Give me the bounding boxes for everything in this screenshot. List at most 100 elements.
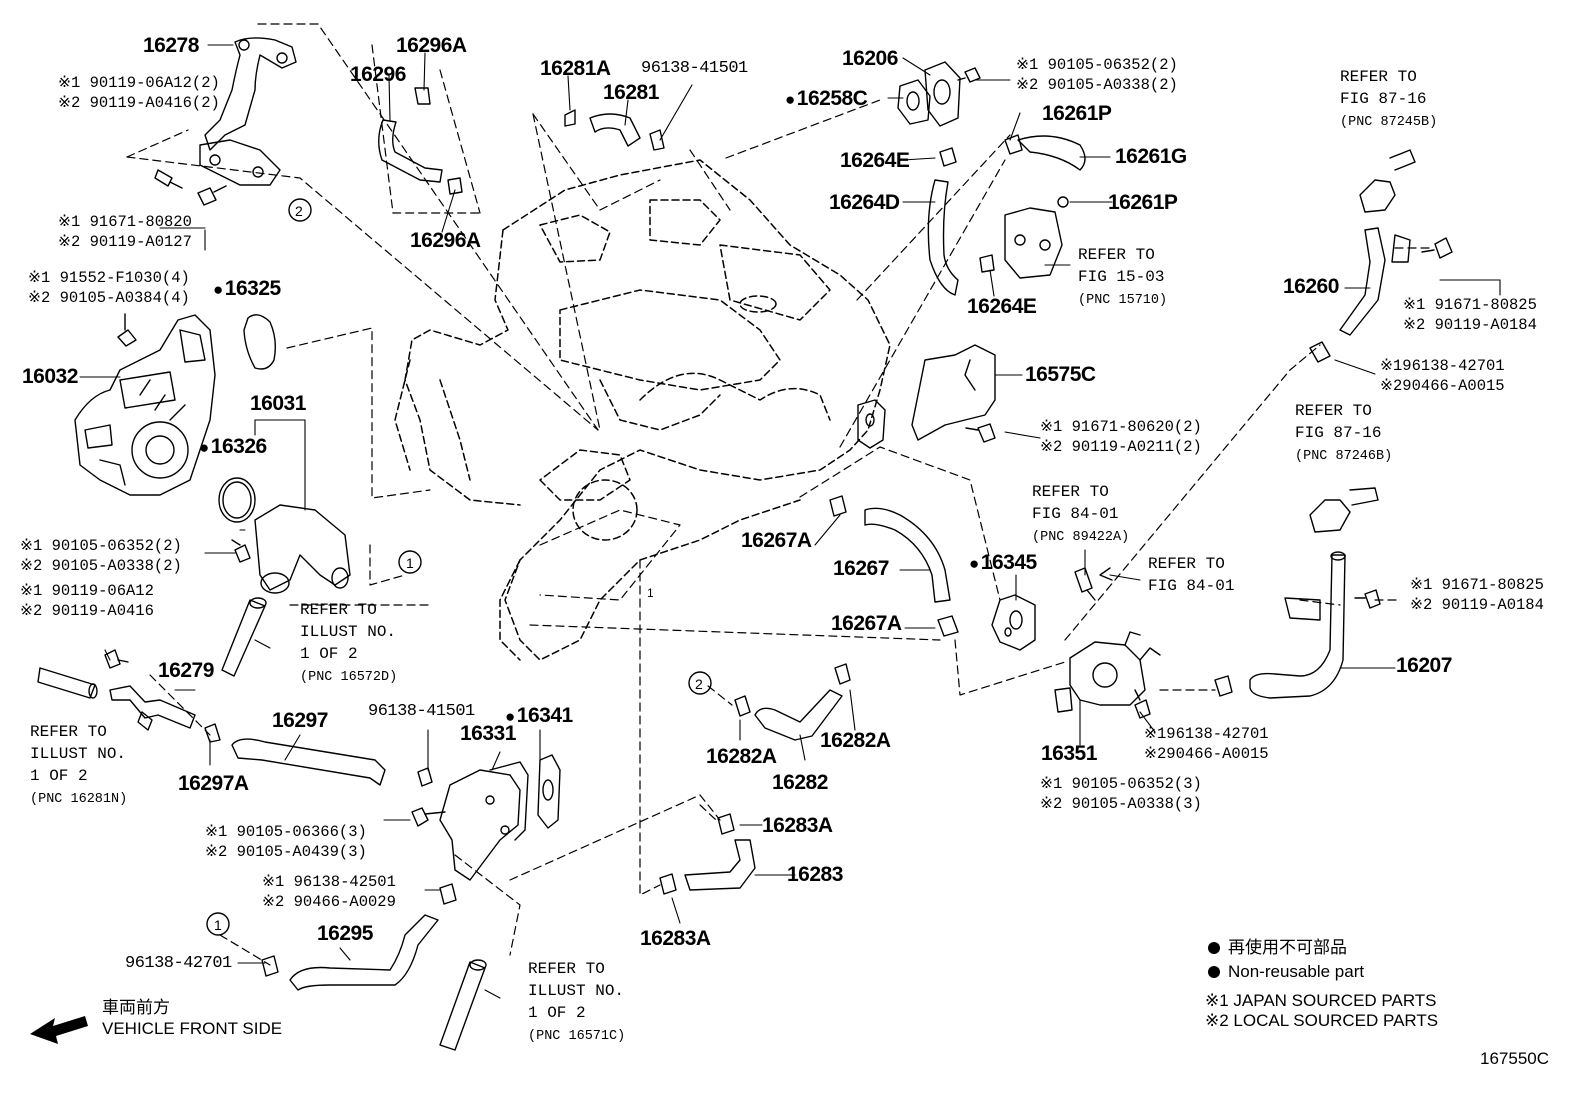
refer-pnc: (PNC 87245B) (1340, 115, 1438, 130)
part-label-16296: 16296 (350, 63, 406, 86)
part-label-16296A-lower: 16296A (410, 229, 481, 252)
part-label-16264E-lower: 16264E (967, 295, 1037, 318)
callout-1-top: 1 (406, 555, 414, 571)
part-16281-hose (564, 109, 665, 151)
part-label-16297: 16297 (272, 709, 328, 732)
legend-local-sourced: ※2 LOCAL SOURCED PARTS (1205, 1011, 1439, 1030)
part-label-96138-42701: 96138-42701 (125, 954, 232, 973)
part-16206-gasket (897, 61, 961, 127)
refer-illust-16281N: REFER TO ILLUST NO. 1 OF 2 (PNC 16281N) (30, 721, 127, 811)
part-label-96138-41501: 96138-41501 (641, 59, 748, 78)
part-16297-hose (231, 738, 386, 786)
part-label-16261P: 16261P (1042, 102, 1112, 125)
callout-circles (206, 198, 712, 936)
legend-bullets (1208, 942, 1220, 978)
refer-fig-84-01-b: REFER TO FIG 84-01 (1148, 553, 1234, 597)
part-label-16207: 16207 (1396, 654, 1452, 677)
refer-fig-87-16-a: REFER TO FIG 87-16(PNC 87245B) (1340, 66, 1437, 134)
part-16031-inlet (254, 504, 351, 594)
part-label-16341: 16341 (505, 705, 573, 726)
callout-1-bottom: 1 (214, 917, 222, 933)
part-16351-outlet (1054, 631, 1161, 713)
callout-2-mid: 2 (695, 676, 703, 692)
refer-text: REFER TO ILLUST NO. 1 OF 2 (30, 723, 127, 785)
subpart-bolt-group-3: ※1 91552-F1030(4) ※2 90105-A0384(4) (28, 269, 190, 307)
vehicle-front-arrow (30, 1016, 88, 1044)
part-label-16295: 16295 (317, 922, 373, 945)
part-16296-hose (378, 87, 463, 195)
refer-text: REFER TO FIG 87-16 (1295, 402, 1382, 442)
dashed-guide-lines (126, 23, 1431, 966)
part-label-16283A-lower: 16283A (640, 927, 711, 950)
part-label-16261G: 16261G (1115, 145, 1187, 168)
refer-text: REFER TO FIG 84-01 (1148, 555, 1235, 595)
part-label-16258C: 16258C (785, 88, 868, 109)
subpart-clamp-group-8: ※1 96138-42501 ※2 90466-A0029 (262, 873, 396, 911)
part-16207-pipe (1214, 551, 1346, 699)
part-label-16326: 16326 (199, 436, 267, 457)
part-16264D-hose (927, 179, 959, 296)
refer-text: REFER TO FIG 15-03 (1078, 246, 1165, 286)
subpart-clamp-group-13: ※196138-42701 ※290466-A0015 (1144, 725, 1269, 763)
part-label-16282A-right: 16282A (820, 729, 891, 752)
legend-japan-sourced: ※1 JAPAN SOURCED PARTS (1205, 991, 1437, 1010)
refer-pnc: (PNC 16571C) (528, 1029, 626, 1044)
part-label-16264D: 16264D (829, 191, 900, 214)
part-label-16278: 16278 (143, 34, 199, 57)
part-label-96138-41501-mid: 96138-41501 (368, 702, 475, 721)
subpart-bolt-group-5: ※1 90105-06352(2) ※2 90105-A0338(2) (20, 537, 182, 575)
part-16282-hose (734, 663, 851, 741)
part-16341-gasket (537, 754, 561, 829)
subpart-bolt-group-12: ※1 91671-80825 ※2 90119-A0184 (1410, 576, 1544, 614)
part-16295-hose (261, 883, 457, 991)
subpart-bolt-group-11: ※1 91671-80620(2) ※2 90119-A0211(2) (1040, 418, 1202, 456)
part-label-16283: 16283 (787, 863, 843, 886)
refer-pnc: (PNC 15710) (1078, 293, 1168, 308)
part-label-16325: 16325 (213, 278, 281, 299)
subpart-bolt-group-9: ※1 91671-80825 ※2 90119-A0184 (1403, 296, 1537, 334)
vehicle-front-label-jp: 車両前方 (102, 998, 170, 1017)
part-16325-gasket (243, 314, 277, 370)
part-label-16281: 16281 (603, 81, 659, 104)
part-16575C-bracket (911, 344, 996, 441)
part-label-16267A: 16267A (741, 529, 812, 552)
part-connector-87245B (1359, 149, 1416, 213)
part-label-16282A: 16282A (706, 745, 777, 768)
part-label-16279: 16279 (158, 659, 214, 682)
refer-text: REFER TO ILLUST NO. 1 OF 2 (528, 960, 625, 1022)
callout-1-mid: 1 (647, 586, 654, 600)
part-label-16031: 16031 (250, 392, 306, 415)
part-label-16281A: 16281A (540, 57, 611, 80)
part-16283-hose (659, 813, 756, 895)
refer-pnc: (PNC 87246B) (1295, 449, 1393, 464)
pipe-16572D (221, 597, 267, 677)
subpart-clamp-group-10: ※196138-42701 ※290466-A0015 (1380, 357, 1505, 395)
part-label-16345: 16345 (969, 552, 1037, 573)
refer-fig-15-03: REFER TO FIG 15-03 (PNC 15710) (1078, 244, 1167, 312)
part-label-16260: 16260 (1283, 275, 1339, 298)
vehicle-front-label-en: VEHICLE FRONT SIDE (102, 1019, 283, 1038)
refer-illust-16572D: REFER TO ILLUST NO. 1 OF 2(PNC 16572D) (300, 599, 397, 689)
figure-id: 167550C (1480, 1049, 1550, 1068)
part-label-16206: 16206 (842, 47, 898, 70)
part-label-16032: 16032 (22, 365, 78, 388)
subpart-bolt-group-1: ※1 90119-06A12(2) ※2 90119-A0416(2) (58, 74, 220, 112)
part-16260-pipe (1309, 227, 1411, 363)
subpart-bolt-group-2: ※1 91671-80820 ※2 90119-A0127 (58, 213, 192, 251)
part-label-16283A: 16283A (762, 814, 833, 837)
part-label-16267A-lower: 16267A (831, 612, 902, 635)
refer-pnc: (PNC 16281N) (30, 792, 128, 807)
part-label-16297A: 16297A (178, 772, 249, 795)
part-16279-pipe (37, 667, 221, 743)
bolts-small (104, 67, 1453, 827)
part-16032-water-pump (74, 314, 216, 496)
part-label-16267: 16267 (833, 557, 889, 580)
subpart-bolt-group-6: ※1 90119-06A12 ※2 90119-A0416 (20, 582, 154, 620)
subpart-bolt-group-4: ※1 90105-06352(2) ※2 90105-A0338(2) (1016, 56, 1178, 94)
part-label-16296A: 16296A (396, 34, 467, 57)
part-16278-bracket (199, 37, 297, 186)
part-label-16282: 16282 (772, 771, 828, 794)
part-label-16264E: 16264E (840, 149, 910, 172)
